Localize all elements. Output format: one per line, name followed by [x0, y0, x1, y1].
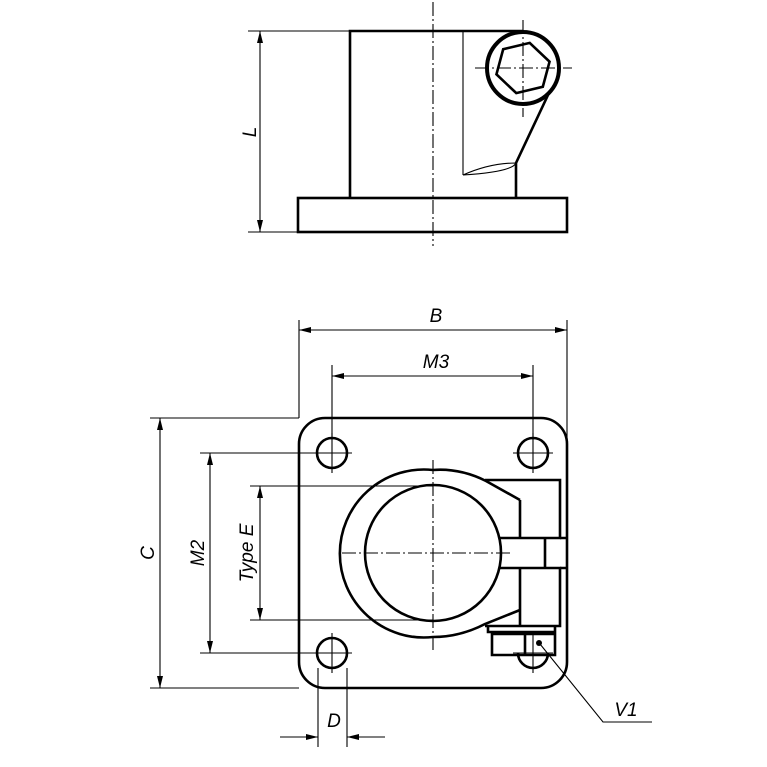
side-view: L	[240, 2, 572, 246]
label-D: D	[327, 711, 341, 732]
extension-lines	[150, 320, 568, 747]
hex-socket	[494, 41, 552, 95]
label-type-e: Type E	[237, 523, 258, 582]
label-C: C	[138, 546, 159, 560]
label-M3: M3	[423, 352, 450, 373]
clamp-arm-edge	[514, 94, 550, 198]
leader-V1	[539, 643, 652, 723]
label-M2: M2	[188, 539, 209, 566]
label-L: L	[240, 127, 261, 138]
label-V1: V1	[614, 700, 637, 721]
clamp-curve	[462, 162, 517, 176]
clamp-centerlines	[342, 460, 512, 650]
clamp-lug-top	[485, 478, 562, 540]
label-B: B	[430, 306, 443, 327]
clamp-lug-bottom	[485, 566, 562, 628]
clamp-slot	[543, 536, 567, 570]
base-plate	[297, 416, 569, 690]
clamp-screw	[486, 626, 557, 657]
screw-centerlines	[475, 20, 572, 117]
plan-view: B M3 C M2 Type E D V1	[138, 306, 652, 747]
